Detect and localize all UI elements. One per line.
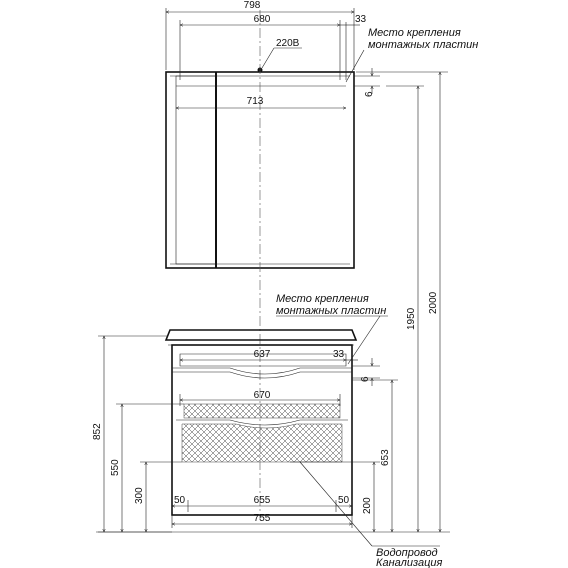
dim-vanity-total-width: 755 (172, 513, 352, 528)
dim-vanity-height-300-label: 300 (134, 487, 145, 504)
vanity-basin-top (164, 329, 358, 341)
dim-vanity-mount-offset-label: 6 (360, 376, 371, 382)
vanity-body (171, 344, 353, 516)
dim-vanity-bottom-split: 50 655 50 (172, 495, 352, 512)
dim-vanity-height-653-label: 653 (380, 449, 391, 466)
dim-vanity-height-653: 653 (352, 380, 398, 532)
vanity (164, 329, 358, 516)
mirror-mount-note-line1: Место крепления (368, 27, 461, 39)
dim-vanity-inner-width-label: 655 (254, 495, 271, 506)
dim-mirror-mount-plate: 713 (176, 96, 346, 108)
vanity-mesh-panel-lower (181, 423, 343, 463)
dim-mirror-mount-offset: 6 (354, 68, 380, 97)
dim-vanity-mount-offset: 6 (352, 358, 380, 386)
plumbing-note-line2: Канализация (376, 557, 442, 568)
dim-height-1950: 1950 (386, 86, 424, 532)
dim-vanity-height-852: 852 (92, 336, 172, 532)
dim-mirror-width-inner-label: 680 (254, 14, 271, 25)
mirror-cabinet-side-panel (175, 75, 217, 265)
dim-vanity-total-width-label: 755 (254, 513, 271, 524)
vanity-mesh-panel-upper (183, 403, 341, 419)
dim-mirror-width-total: 798 (166, 0, 354, 70)
dim-vanity-height-852-label: 852 (92, 423, 103, 440)
dim-mirror-width-inner: 680 (180, 14, 340, 80)
dim-vanity-right-offset: 33 (333, 349, 358, 361)
plumbing-note-line1: Водопровод (376, 547, 438, 559)
dim-vanity-height-200-label: 200 (362, 497, 373, 514)
dim-vanity-right-leg-label: 50 (338, 495, 350, 506)
dim-height-1950-label: 1950 (406, 307, 417, 330)
dim-vanity-height-200: 200 (290, 462, 380, 532)
dim-vanity-mount-plate-label: 637 (254, 349, 271, 360)
dim-height-2000: 2000 (356, 72, 448, 532)
mirror-mount-note: Место крепления монтажных пластин (345, 27, 478, 83)
dim-vanity-basin-width-label: 670 (254, 390, 271, 401)
dim-mirror-right-offset: 33 (340, 14, 367, 80)
dim-vanity-height-550: 550 (110, 404, 184, 532)
vanity-mount-note-line1: Место крепления (276, 293, 369, 305)
dim-mirror-right-offset-label: 33 (355, 14, 367, 25)
power-label: 220В (276, 38, 300, 49)
mirror-mount-note-line2: монтажных пластин (368, 39, 478, 51)
dim-mirror-mount-plate-label: 713 (247, 96, 264, 107)
dim-mirror-width-total-label: 798 (244, 0, 261, 11)
vanity-mount-note-line2: монтажных пластин (276, 305, 386, 317)
dim-vanity-left-leg-label: 50 (174, 495, 186, 506)
power-label-group: 220В (261, 38, 302, 69)
plumbing-note: Водопровод Канализация (299, 461, 442, 568)
dim-mirror-mount-offset-label: 6 (364, 91, 375, 97)
dim-vanity-height-550-label: 550 (110, 459, 121, 476)
dim-vanity-right-offset-label: 33 (333, 349, 345, 360)
dim-vanity-height-300: 300 (134, 462, 182, 532)
vanity-mount-note: Место крепления монтажных пластин (276, 293, 388, 365)
dim-height-2000-label: 2000 (428, 291, 439, 314)
dim-vanity-basin-width: 670 (180, 390, 340, 406)
dim-vanity-mount-plate: 637 (180, 349, 346, 360)
